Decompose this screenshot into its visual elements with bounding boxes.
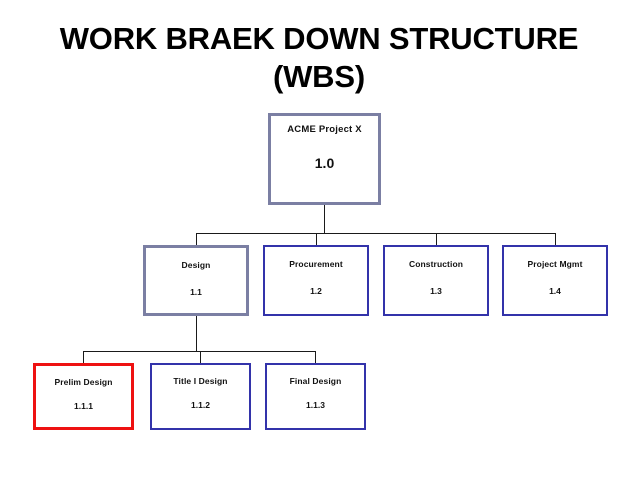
page-title-line-2: (WBS) <box>273 59 365 94</box>
wbs-node-label: Prelim Design <box>54 377 113 387</box>
wbs-node-label: Title I Design <box>173 376 228 386</box>
connector-level3-bus <box>83 351 316 352</box>
wbs-node-title-i-design[interactable]: Title I Design 1.1.2 <box>150 363 251 430</box>
wbs-node-design[interactable]: Design 1.1 <box>143 245 249 316</box>
connector-drop-title-i-design <box>200 351 201 363</box>
connector-level2-bus <box>196 233 555 234</box>
wbs-node-prelim-design[interactable]: Prelim Design 1.1.1 <box>33 363 134 430</box>
wbs-node-label: Procurement <box>289 259 343 269</box>
wbs-node-code: 1.1 <box>190 287 202 297</box>
connector-drop-construction <box>436 233 437 245</box>
wbs-node-label: Final Design <box>289 376 342 386</box>
wbs-node-project-mgmt[interactable]: Project Mgmt 1.4 <box>502 245 608 316</box>
connector-design-drop <box>196 316 197 351</box>
wbs-node-code: 1.0 <box>314 155 335 171</box>
wbs-node-code: 1.4 <box>549 286 561 296</box>
wbs-node-code: 1.1.2 <box>191 400 210 410</box>
wbs-node-label: Project Mgmt <box>527 259 583 269</box>
wbs-node-code: 1.3 <box>430 286 442 296</box>
wbs-node-label: Construction <box>408 259 464 269</box>
wbs-node-code: 1.1.1 <box>74 401 93 411</box>
wbs-node-construction[interactable]: Construction 1.3 <box>383 245 489 316</box>
page-title-line-1: WORK BRAEK DOWN STRUCTURE <box>59 21 579 56</box>
connector-drop-procurement <box>316 233 317 245</box>
wbs-node-code: 1.1.3 <box>306 400 325 410</box>
connector-drop-prelim-design <box>83 351 84 363</box>
wbs-node-final-design[interactable]: Final Design 1.1.3 <box>265 363 366 430</box>
connector-drop-design <box>196 233 197 245</box>
wbs-node-label: Design <box>181 260 211 270</box>
wbs-node-acme-project-x[interactable]: ACME Project X 1.0 <box>268 113 381 205</box>
page-title: WORK BRAEK DOWN STRUCTURE (WBS) <box>0 20 638 96</box>
wbs-node-code: 1.2 <box>310 286 322 296</box>
connector-drop-project-mgmt <box>555 233 556 245</box>
wbs-node-procurement[interactable]: Procurement 1.2 <box>263 245 369 316</box>
wbs-node-label: ACME Project X <box>287 124 362 135</box>
connector-drop-final-design <box>315 351 316 363</box>
connector-root-drop <box>324 205 325 233</box>
